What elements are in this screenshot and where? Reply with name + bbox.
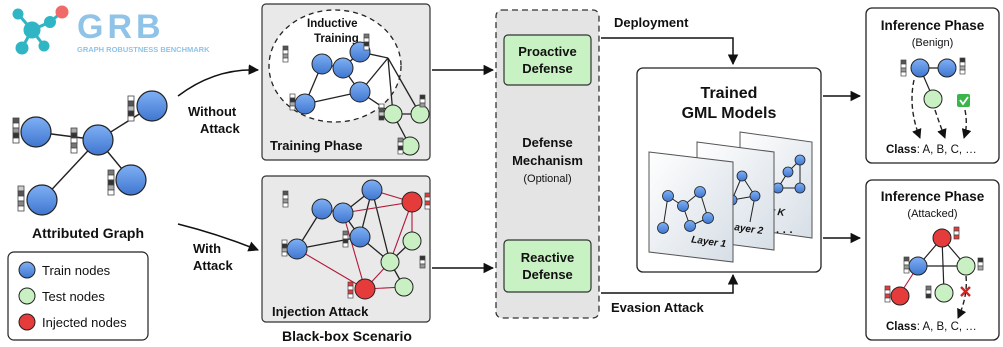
svg-text:Attack: Attack	[193, 258, 234, 273]
class-key-benign: Class	[886, 144, 917, 156]
class-values-attacked: : A, B, C, …	[917, 321, 977, 333]
deployment-arrow: Deployment	[601, 15, 739, 66]
svg-text:Proactive: Proactive	[518, 44, 577, 59]
legend-item-train: Train nodes	[18, 261, 111, 279]
svg-text:(Optional): (Optional)	[523, 173, 571, 185]
svg-text:Reactive: Reactive	[521, 250, 574, 265]
train-node	[115, 164, 147, 196]
inference-benign-panel: Inference Phase (Benign) Class: A, B, C,…	[865, 7, 1000, 164]
train-node	[136, 90, 168, 122]
train-node	[82, 124, 114, 156]
check-icon	[957, 94, 970, 107]
svg-text:Class: A, B, C, …: Class: A, B, C, …	[886, 321, 977, 333]
svg-text:Class: A, B, C, …: Class: A, B, C, …	[886, 144, 977, 156]
legend: Train nodes Test nodes Injected nodes	[7, 251, 149, 341]
arrow-with-attack: With Attack	[177, 223, 259, 273]
attributed-graph-label: Attributed Graph	[32, 225, 144, 241]
logo-wordmark: GRB	[77, 8, 165, 46]
svg-text:Injected nodes: Injected nodes	[42, 315, 127, 330]
injection-attack-title: Injection Attack	[272, 304, 369, 319]
legend-item-injected: Injected nodes	[18, 313, 127, 331]
svg-text:Training: Training	[314, 33, 359, 45]
training-phase-panel: Inductive Training	[261, 3, 431, 161]
svg-text:Train nodes: Train nodes	[42, 263, 111, 278]
feature-vector-icon	[12, 95, 135, 212]
svg-text:Test nodes: Test nodes	[42, 289, 105, 304]
svg-text:Without: Without	[188, 104, 237, 119]
svg-text:(Benign): (Benign)	[912, 37, 954, 49]
svg-text:Inference Phase: Inference Phase	[881, 189, 985, 204]
svg-text:Defense: Defense	[522, 135, 573, 150]
grb-logo: GRB GRAPH ROBUSTNESS BENCHMARK	[12, 5, 210, 55]
training-phase-title: Training Phase	[270, 138, 362, 153]
inference-attacked-panel: Inference Phase (Attacked)	[865, 179, 1000, 341]
svg-text:Deployment: Deployment	[614, 15, 689, 30]
svg-text:With: With	[193, 241, 221, 256]
svg-text:Defense: Defense	[522, 267, 573, 282]
injection-attack-panel: Injection Attack	[261, 175, 431, 323]
legend-item-test: Test nodes	[18, 287, 105, 305]
svg-text:Trained: Trained	[701, 85, 758, 102]
defense-mechanism-column: Proactive Defense Defense Mechanism (Opt…	[495, 9, 600, 319]
svg-text:Layer 2: Layer 2	[727, 221, 764, 237]
proactive-defense-box: Proactive Defense	[503, 34, 592, 86]
trained-models-panel: Trained GML Models Layer K Layer 2	[636, 67, 822, 273]
svg-text:Defense: Defense	[522, 61, 573, 76]
svg-text:Inductive: Inductive	[307, 18, 357, 30]
layer-1-card: Layer 1	[648, 151, 734, 263]
svg-text:· · ·: · · ·	[776, 227, 793, 239]
class-key-attacked: Class	[886, 321, 917, 333]
svg-text:Attack: Attack	[200, 121, 241, 136]
svg-text:Evasion Attack: Evasion Attack	[611, 300, 704, 315]
logo-molecule-icon	[12, 5, 69, 55]
attributed-graph: Attributed Graph	[12, 90, 168, 241]
cross-icon	[960, 286, 971, 297]
evasion-attack-arrow: Evasion Attack	[601, 273, 739, 315]
logo-tagline: GRAPH ROBUSTNESS BENCHMARK	[77, 45, 210, 54]
svg-text:Layer 1: Layer 1	[690, 234, 727, 250]
class-values-benign: : A, B, C, …	[917, 144, 977, 156]
reactive-defense-box: Reactive Defense	[503, 239, 592, 293]
svg-text:GML Models: GML Models	[682, 105, 777, 122]
svg-text:(Attacked): (Attacked)	[907, 208, 957, 220]
black-box-scenario-label: Black-box Scenario	[282, 328, 412, 344]
svg-text:Mechanism: Mechanism	[512, 153, 583, 168]
train-node	[26, 184, 58, 216]
train-node	[20, 116, 52, 148]
svg-text:Inference Phase: Inference Phase	[881, 18, 985, 33]
arrow-without-attack: Without Attack	[177, 64, 260, 136]
